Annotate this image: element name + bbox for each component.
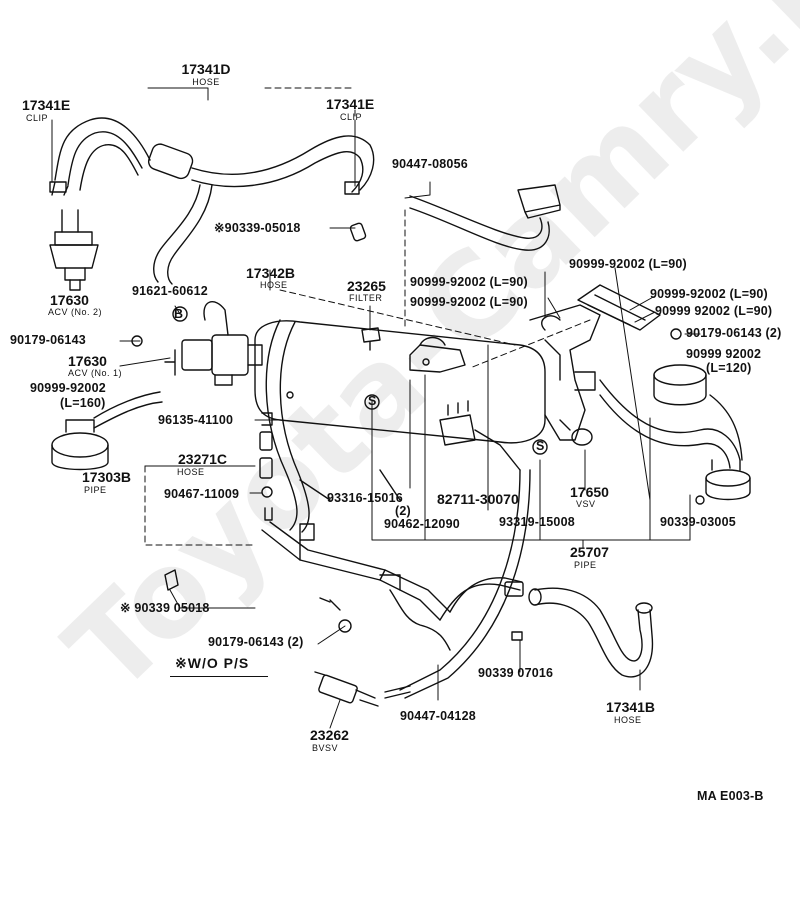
part-17341d-number: 17341D xyxy=(181,61,231,77)
part-17341e-left-name: CLIP xyxy=(26,113,49,123)
part-91621-60612: 91621-60612 xyxy=(132,284,208,298)
part-23265-number: 23265 xyxy=(347,278,386,294)
canister-body xyxy=(254,319,546,533)
acv-no1 xyxy=(131,301,263,386)
part-90447-08056: 90447-08056 xyxy=(392,157,468,171)
vsv-17650 xyxy=(529,304,601,446)
part-17341e-right-number: 17341E xyxy=(326,96,375,112)
hose-90447-08056 xyxy=(409,184,561,251)
marker-s-2: S xyxy=(536,439,545,453)
part-17342b-name: HOSE xyxy=(260,280,288,290)
note-underline xyxy=(170,676,268,677)
part-93319-15008: 93319-15008 xyxy=(499,515,575,529)
part-17630-acv1-number: 17630 xyxy=(68,353,107,369)
part-17341b-name: HOSE xyxy=(614,715,642,725)
part-90339-03005: 90339-03005 xyxy=(660,515,736,529)
part-90339-07016: 90339 07016 xyxy=(478,666,554,680)
part-90999-92002-l160-length: (L=160) xyxy=(60,396,106,410)
part-90179-06143: 90179-06143 xyxy=(10,333,86,347)
part-17342b-number: 17342B xyxy=(246,265,296,281)
part-90447-04128: 90447-04128 xyxy=(400,709,476,723)
part-17341e-left-number: 17341E xyxy=(22,97,71,113)
part-93316-15016: 93316-15016 xyxy=(327,491,403,505)
part-90999-92002-l120-length: (L=120) xyxy=(706,361,752,375)
part-17650-number: 17650 xyxy=(570,484,609,500)
part-17630-acv2-name: ACV (No. 2) xyxy=(48,307,103,317)
part-23262-name: BVSV xyxy=(312,743,339,753)
diagram-code: MA E003-B xyxy=(697,789,764,803)
fittings-column xyxy=(259,412,273,521)
part-23271c-number: 23271C xyxy=(178,451,228,467)
part-90999-92002-l90-d: 90999-92002 (L=90) xyxy=(650,287,768,301)
hose-17341d xyxy=(49,117,375,285)
part-17303b-name: PIPE xyxy=(84,485,107,495)
part-90999-92002-l90-c: 90999-92002 (L=90) xyxy=(569,257,687,271)
hose-17341b xyxy=(528,587,654,678)
part-17303b-number: 17303B xyxy=(82,469,132,485)
part-96135-41100: 96135-41100 xyxy=(158,413,234,427)
part-90999-92002-l90-a: 90999-92002 (L=90) xyxy=(410,275,528,289)
part-90999-92002-l160: 90999-92002 xyxy=(30,381,106,395)
part-17630-acv2-number: 17630 xyxy=(50,292,89,308)
s-markers xyxy=(172,306,682,455)
part-90339-05018-a: ※90339-05018 xyxy=(214,221,301,235)
cable-90447-04128 xyxy=(384,469,531,699)
part-23271c-name: HOSE xyxy=(177,467,205,477)
part-90999-92002-l90-b: 90999-92002 (L=90) xyxy=(410,295,528,309)
bvsv xyxy=(314,671,379,707)
part-17341d-name: HOSE xyxy=(192,77,220,87)
fasteners xyxy=(164,569,523,641)
pipe-25707 xyxy=(261,521,524,651)
right-hoses xyxy=(577,284,751,505)
marker-s-1: S xyxy=(368,394,377,408)
part-23262-number: 23262 xyxy=(310,727,349,743)
part-90462-12090: 90462-12090 xyxy=(384,517,460,531)
part-17341e-right-name: CLIP xyxy=(340,112,363,122)
acv-no2 xyxy=(49,209,99,291)
note-without-power-steering: ※W/O P/S xyxy=(175,655,250,671)
part-17650-name: VSV xyxy=(576,499,596,509)
part-23265-name: FILTER xyxy=(349,293,383,303)
part-17630-acv1-name: ACV (No. 1) xyxy=(68,368,123,378)
marker-b: B xyxy=(174,307,184,321)
part-25707-number: 25707 xyxy=(570,544,609,560)
part-90339-05018-b: ※ 90339 05018 xyxy=(120,601,210,615)
filter-23265 xyxy=(361,327,381,351)
part-90999-92002-l90-e: 90999 92002 (L=90) xyxy=(655,304,773,318)
part-90179-06143-2-b: 90179-06143 (2) xyxy=(208,635,304,649)
part-25707-name: PIPE xyxy=(574,560,597,570)
pipe-17303b xyxy=(51,391,163,471)
part-90999-92002-l120: 90999 92002 xyxy=(686,347,762,361)
part-82711-30070: 82711-30070 xyxy=(437,491,519,507)
part-90179-06143-2-a: 90179-06143 (2) xyxy=(686,326,782,340)
part-93316-15016-qty: (2) xyxy=(395,504,411,518)
part-90467-11009: 90467-11009 xyxy=(164,487,240,501)
connector-bracket xyxy=(409,336,521,471)
part-17341b-number: 17341B xyxy=(606,699,656,715)
